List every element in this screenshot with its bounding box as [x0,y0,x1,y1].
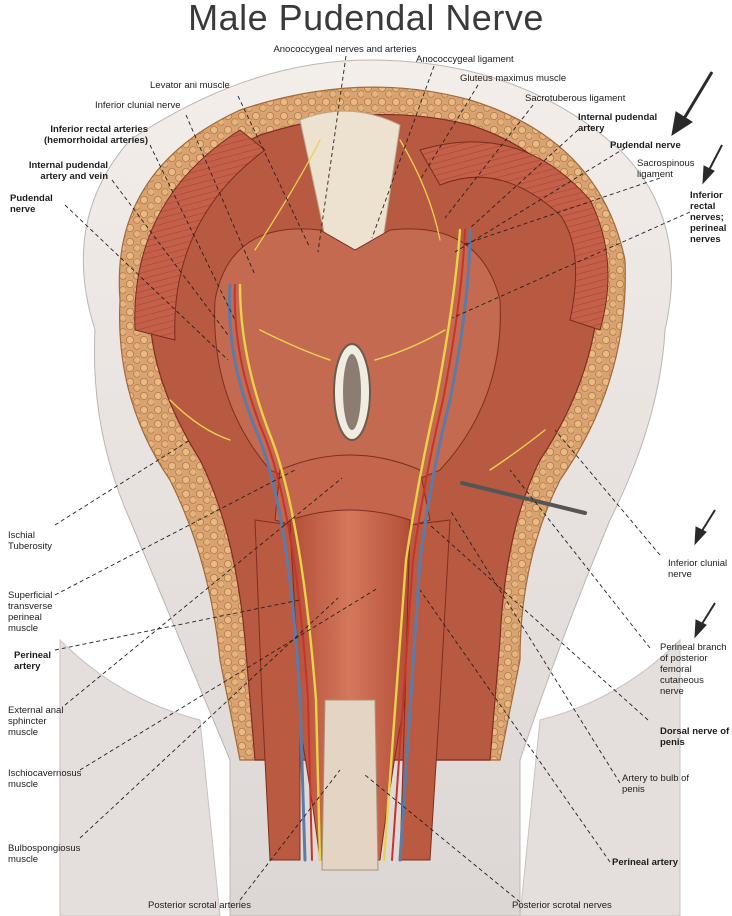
label-gluteus-maximus: Gluteus maximus muscle [460,73,567,84]
label-levator-ani: Levator ani muscle [150,80,230,91]
nerve-vessels [169,139,546,862]
penile-shaft [321,699,379,871]
label-pudendal-nerve-left: Pudendal nerve [10,193,53,215]
label-pudendal-nerve-right: Pudendal nerve [610,140,681,151]
label-internal-pudendal-artery-vein: Internal pudendal artery and vein [28,160,108,182]
label-ischiocavernosus: Ischiocavernosus muscle [8,768,82,790]
label-inferior-clunial-left: Inferior clunial nerve [95,100,181,111]
label-anococcygeal-ligament: Anococcygeal ligament [416,54,514,65]
probe [460,481,587,515]
label-dorsal-nerve: Dorsal nerve of penis [660,726,730,748]
label-internal-pudendal-artery: Internal pudendal artery [578,112,658,134]
label-sacrospinous: Sacrospinous ligament [637,158,695,180]
label-posterior-scrotal-nerves: Posterior scrotal nerves [512,900,612,911]
right-gluteus [419,141,609,331]
label-artery-bulb: Artery to bulb of penis [622,773,690,795]
label-posterior-scrotal-arteries: Posterior scrotal arteries [148,900,251,911]
left-gluteus [134,129,266,341]
label-inferior-rectal-nerves: Inferior rectal nerves; perineal nerves [690,190,727,245]
label-inferior-clunial-right: Inferior clunial nerve [668,558,728,580]
label-superficial-transverse: Superficial transverse perineal muscle [8,590,53,634]
label-sacrotuberous: Sacrotuberous ligament [525,93,626,104]
right-ischiocavernosus [399,519,451,861]
left-ischiocavernosus [254,519,301,861]
label-bulbospongiosus: Bulbospongiosus muscle [8,843,81,865]
right-thigh [519,638,681,916]
diagram-title: Male Pudendal Nerve [188,0,544,38]
label-inferior-rectal-arteries: Inferior rectal arteries (hemorrhoidal a… [44,124,148,146]
left-thigh [59,638,221,916]
pointer-arrows [671,71,723,639]
label-anococcygeal-nerves: Anococcygeal nerves and arteries [273,44,417,55]
label-perineal-artery-right: Perineal artery [612,857,679,868]
label-perineal-branch: Perineal branch of posterior femoral cut… [660,642,727,697]
label-external-anal-sphincter: External anal sphincter muscle [8,705,64,738]
coccyx-ligament [299,110,401,261]
leader-lines [54,55,691,903]
label-ischial-tuberosity: Ischial Tuberosity [8,530,52,552]
label-perineal-artery-left: Perineal artery [14,650,51,672]
